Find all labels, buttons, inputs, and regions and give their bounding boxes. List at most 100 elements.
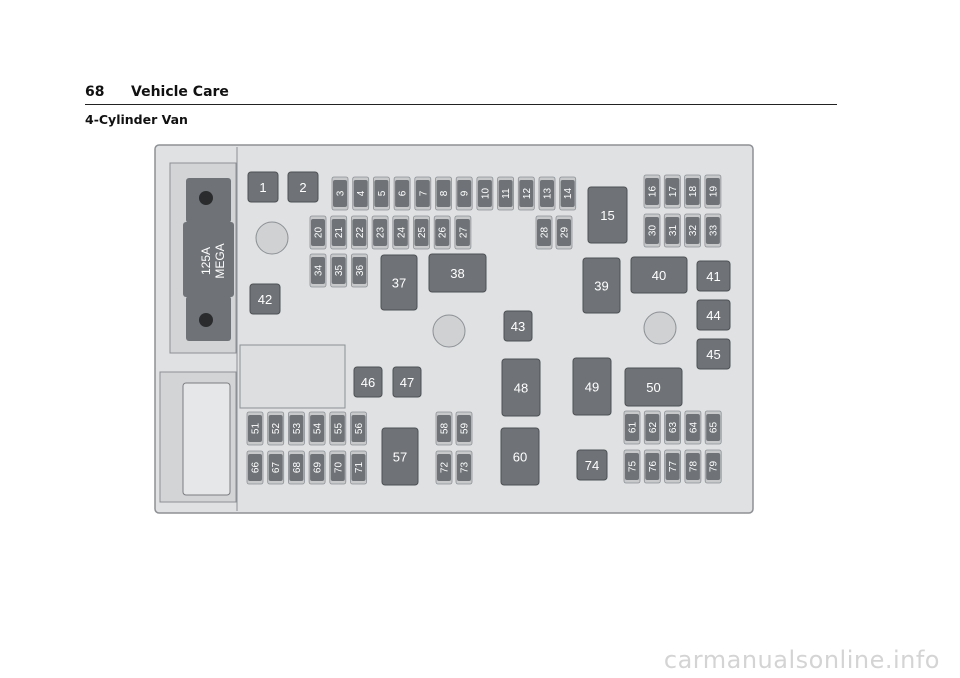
fuse-body [310, 454, 325, 481]
fuse-label: 41 [706, 269, 720, 284]
fuse-body [351, 454, 366, 481]
fuse-body [353, 180, 368, 207]
fuse-48: 48 [501, 358, 541, 417]
fuse-body [249, 283, 281, 315]
fuse-label: 57 [393, 450, 407, 465]
fuse-label: 75 [628, 461, 639, 473]
fuse-53: 53 [287, 411, 305, 446]
fuse-label: 15 [600, 208, 614, 223]
fuse-17: 17 [663, 174, 681, 209]
fuse-body [247, 171, 279, 203]
fuse-label: 62 [648, 422, 659, 434]
fuse-label: 39 [594, 279, 608, 294]
fuse-body [665, 414, 680, 441]
fuse-body [374, 180, 389, 207]
fuse-72: 72 [435, 450, 453, 485]
fuse-label: 9 [460, 190, 471, 196]
fuse-label: 36 [355, 265, 366, 277]
fuse-label: 70 [333, 462, 344, 474]
fuse-29: 29 [555, 215, 573, 250]
fuse-34: 34 [309, 253, 327, 288]
fuse-26: 26 [433, 215, 451, 250]
fuse-label: 31 [668, 225, 679, 237]
fuse-24: 24 [392, 215, 410, 250]
fuse-label: 7 [418, 190, 429, 196]
fuse-59: 59 [455, 411, 473, 446]
fuse-14: 14 [559, 176, 577, 211]
fuse-16: 16 [643, 174, 661, 209]
fuse-49: 49 [572, 357, 612, 416]
fuse-body [331, 257, 346, 284]
fuse-79: 79 [704, 449, 722, 484]
fuse-52: 52 [267, 411, 285, 446]
fuse-body [311, 257, 325, 284]
fuse-body [414, 219, 429, 246]
fuse-38: 38 [428, 253, 487, 293]
fuse-label: 6 [398, 190, 409, 196]
fuse-56: 56 [350, 411, 367, 446]
fuse-label: 66 [251, 462, 262, 474]
fuse-label: 67 [271, 462, 282, 474]
fuse-42: 42 [249, 283, 281, 315]
fuse-body [352, 257, 367, 284]
fuse-54: 54 [308, 411, 326, 446]
fuse-33: 33 [704, 213, 722, 248]
fuse-body [582, 257, 621, 314]
fuse-body [685, 414, 700, 441]
fuse-label: 33 [708, 225, 719, 237]
fuse-label: 69 [313, 462, 324, 474]
fuse-20: 20 [309, 215, 327, 250]
fuse-body [503, 310, 533, 342]
fuse-18: 18 [684, 174, 701, 209]
fuse-label: 50 [646, 380, 660, 395]
fuse-label: 56 [354, 423, 365, 435]
fuse-62: 62 [643, 410, 661, 445]
fuse-label: 45 [706, 347, 720, 362]
fuse-label: 37 [392, 276, 406, 291]
fuse-22: 22 [350, 215, 368, 250]
fuse-21: 21 [330, 215, 348, 250]
page-header: 68 Vehicle Care [85, 84, 837, 105]
fuse-label: 2 [299, 180, 306, 195]
fuse-body [665, 217, 680, 244]
fuse-4: 4 [352, 176, 370, 211]
fuse-label: 19 [708, 186, 719, 198]
fuse-body [437, 415, 451, 442]
fuse-label: 76 [648, 461, 659, 473]
fuse-body [437, 454, 451, 481]
fuse-label: 27 [458, 227, 469, 239]
fuse-label: 14 [563, 188, 574, 200]
fuse-label: 59 [460, 423, 471, 435]
fuse-body [289, 454, 304, 481]
fuse-body [696, 260, 731, 292]
fuse-body [353, 366, 383, 398]
fuse-body [645, 414, 660, 441]
mounting-boss [432, 314, 466, 348]
fuse-body [248, 454, 262, 481]
fuse-27: 27 [454, 215, 472, 250]
mega-fuse-label-1: 125A [199, 247, 213, 275]
fuse-label: 53 [292, 423, 303, 435]
fuse-31: 31 [663, 213, 681, 248]
fuse-label: 77 [668, 461, 679, 473]
fuse-body [457, 415, 471, 442]
fuse-55: 55 [329, 411, 347, 446]
fuse-label: 38 [450, 266, 464, 281]
fuse-body [455, 219, 470, 246]
mounting-boss [255, 221, 289, 255]
section-title: Vehicle Care [131, 84, 229, 100]
fuse-body [373, 219, 388, 246]
fuse-body [435, 219, 450, 246]
fuse-body [537, 219, 551, 246]
fuse-body [685, 453, 700, 480]
fuse-19: 19 [704, 174, 722, 209]
fuse-body [645, 453, 660, 480]
fuse-body [311, 219, 325, 246]
fuse-68: 68 [287, 450, 305, 485]
fuse-43: 43 [503, 310, 533, 342]
fuse-39: 39 [582, 257, 621, 314]
fuse-body [625, 414, 639, 441]
fuse-label: 10 [480, 188, 491, 200]
fuse-label: 58 [440, 423, 451, 435]
